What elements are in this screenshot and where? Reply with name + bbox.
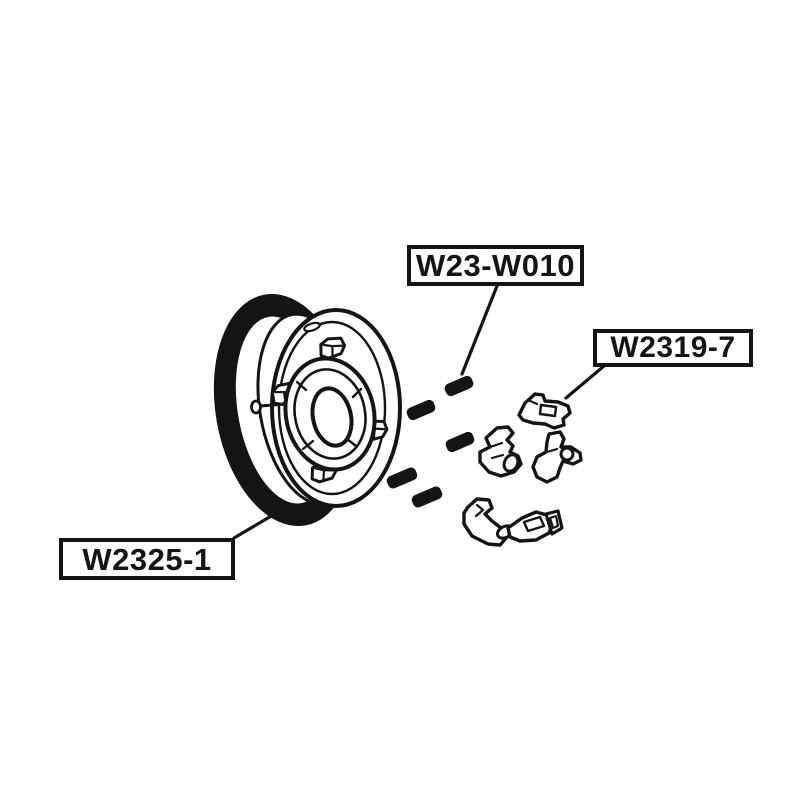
- pin-weight: [411, 486, 443, 508]
- leader-line-pinset: [460, 284, 499, 376]
- part-label-pawl: W2319-7: [593, 329, 753, 367]
- pawl-middle-right: [531, 430, 583, 484]
- pin-weight: [406, 399, 436, 421]
- hub: [283, 356, 377, 472]
- flywheel-face-rim: [277, 320, 387, 496]
- part-label-flywheel: W2325-1: [59, 538, 235, 580]
- flywheel-ring-gear: [213, 293, 402, 527]
- center-hole: [310, 386, 354, 448]
- pin-weight: [386, 467, 418, 489]
- leader-line-pawl: [564, 364, 606, 400]
- pin-weight: [445, 431, 475, 453]
- pin-weight: [444, 375, 474, 397]
- pin-weight-set: [386, 375, 475, 508]
- part-label-pin-set: W23-W010: [407, 245, 584, 286]
- face-slot: [303, 321, 321, 333]
- leader-line-flywheel: [232, 510, 280, 540]
- pawl-bottom-assembly: [462, 497, 564, 547]
- pawl-middle-left: [478, 425, 523, 478]
- pawl-top: [517, 392, 572, 430]
- flywheel-side-pin: [250, 399, 288, 415]
